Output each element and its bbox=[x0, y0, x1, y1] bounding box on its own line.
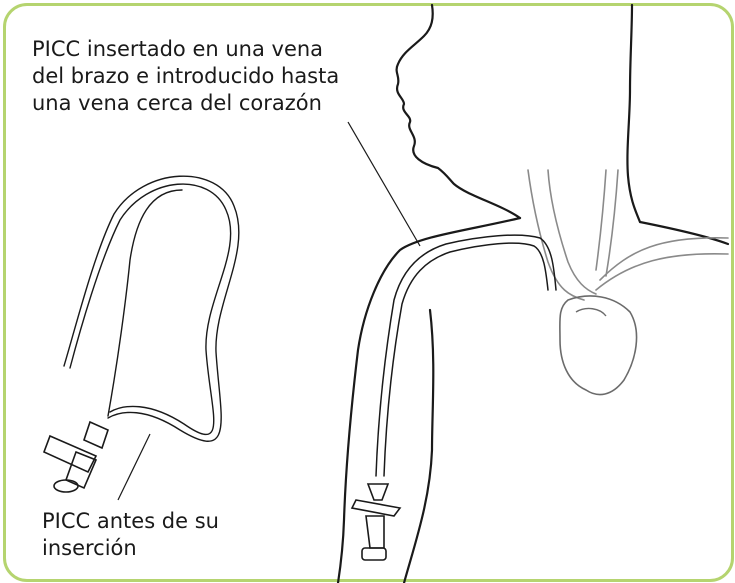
leader-lines bbox=[117, 121, 421, 501]
catheter-hub-loose bbox=[42, 420, 109, 493]
right-shoulder-outline bbox=[638, 220, 730, 246]
loose-picc-catheter bbox=[63, 175, 240, 442]
label-picc-before-insertion: PICC antes de su inserción bbox=[42, 509, 219, 560]
left-shoulder-outline bbox=[336, 216, 522, 583]
catheter-hub-arm bbox=[350, 483, 402, 561]
neck-vessels bbox=[527, 169, 729, 301]
heart-outline bbox=[559, 295, 638, 396]
inserted-catheter bbox=[375, 234, 557, 477]
head-back-outline bbox=[626, 3, 642, 224]
label-inserted-picc: PICC insertado en una vena del brazo e i… bbox=[32, 37, 340, 115]
child-face-outline bbox=[395, 3, 522, 220]
inner-arm-outline bbox=[402, 308, 435, 583]
